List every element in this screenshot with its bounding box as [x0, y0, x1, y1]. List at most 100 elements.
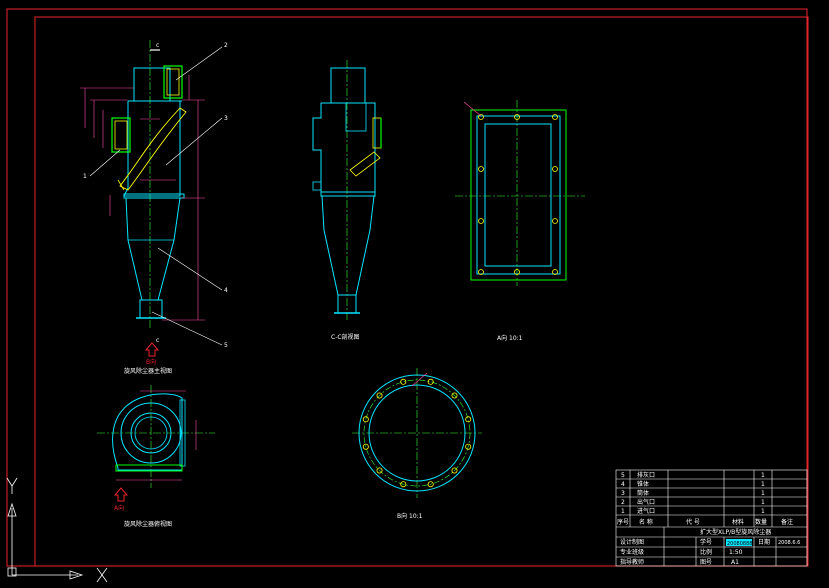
- b-view-outer-circle: [358, 374, 476, 492]
- advisor-label: 指导教师: [620, 558, 644, 566]
- outer-frame: [6, 8, 808, 567]
- b-view-bolt-holes: [362, 378, 472, 488]
- b-view-bolt-hole: [451, 467, 458, 474]
- a-view-inner-rect: [484, 123, 552, 267]
- section-cone: [321, 195, 375, 296]
- student-id-highlight: [726, 539, 752, 546]
- cone-flange: [123, 193, 185, 199]
- cylinder-body: [123, 101, 181, 197]
- inlet-duct: [111, 117, 131, 153]
- main-view: 1 2 3 4 5 c c B向 旋风除尘器主视图: [80, 40, 228, 375]
- helical-inlet-rib: [117, 179, 125, 191]
- scale-value: 1:50: [729, 549, 743, 556]
- ucs-icon: [6, 477, 108, 583]
- date-value: 2008.6.6: [778, 540, 800, 546]
- section-view-caption: C-C剖视图: [331, 333, 360, 341]
- scale-label: 比例: [700, 548, 712, 556]
- section-marker-top: c: [156, 42, 159, 49]
- b-view-flange: B向 10:1: [352, 368, 482, 520]
- section-helical-guide: [349, 151, 381, 177]
- outlet-flange: [163, 65, 183, 99]
- callout-5: 5: [224, 342, 228, 349]
- b-view-caption: B向 10:1: [397, 512, 423, 520]
- parts-row: 3 筒体 1: [621, 489, 765, 497]
- header-remark: 备注: [781, 518, 793, 526]
- section-cone-flange: [320, 191, 376, 197]
- section-outlet-pipe: [330, 67, 366, 104]
- header-material: 材料: [732, 518, 744, 526]
- inner-frame: [34, 16, 809, 567]
- b-view-bolt-hole: [362, 443, 369, 450]
- sheet-label: 图号: [700, 559, 712, 566]
- a-view-dim-leader: [463, 101, 482, 117]
- a-view-arrow-icon: [113, 487, 129, 502]
- b-view-bolt-hole: [400, 481, 407, 488]
- callout-2: 2: [224, 42, 228, 49]
- a-view-caption: A向 10:1: [497, 334, 523, 342]
- callout-3: 3: [224, 115, 228, 122]
- student-id-label: 学号: [700, 538, 712, 546]
- callout-4: 4: [224, 287, 228, 294]
- design-label: 设计制图: [620, 538, 644, 546]
- b-view-bolt-hole: [427, 378, 434, 385]
- header-code: 代 号: [686, 518, 700, 526]
- parts-row-qty: 1: [761, 472, 765, 479]
- b-view-bolt-hole: [376, 467, 383, 474]
- parts-row-no: 3: [621, 490, 625, 497]
- parts-row-name: 锥体: [637, 480, 649, 488]
- parts-row-name: 筒体: [637, 489, 649, 497]
- section-cc-view: C-C剖视图: [312, 60, 382, 341]
- parts-row: 2 出气口 1: [621, 498, 765, 506]
- parts-row-no: 4: [621, 481, 625, 488]
- b-view-bolt-hole: [465, 443, 472, 450]
- parts-row-qty: 1: [761, 490, 765, 497]
- helical-inlet: [119, 107, 187, 191]
- parts-row-name: 出气口: [637, 498, 655, 506]
- parts-row-qty: 1: [761, 499, 765, 506]
- top-view: A向 旋风除尘器俯视图: [97, 385, 215, 528]
- major-label: 专业班级: [620, 548, 644, 556]
- sheet-border: [6, 8, 809, 567]
- main-view-caption: 旋风除尘器主视图: [124, 367, 172, 375]
- outlet-pipe: [133, 67, 171, 102]
- main-view-arrow-label: B向: [146, 358, 156, 366]
- header-name: 名 称: [639, 518, 653, 526]
- parts-row-no: 2: [621, 499, 625, 506]
- parts-row-name: 排灰口: [637, 471, 655, 479]
- a-view-bolt-holes: [478, 114, 558, 275]
- b-view-bolt-hole: [376, 392, 383, 399]
- b-view-dim-leader: [411, 372, 428, 387]
- a-view-outer-rect: [470, 109, 567, 281]
- parts-row-no: 5: [621, 472, 625, 479]
- header-no: 序号: [617, 518, 629, 526]
- title-block: 5 排灰口 1 4 锥体 1 3 筒体 1 2 出气口 1 1 进气口: [615, 469, 808, 567]
- main-view-dimensions-left: [80, 87, 134, 216]
- parts-row-qty: 1: [761, 481, 765, 488]
- section-marker-bottom: c: [156, 337, 159, 344]
- section-body: [312, 102, 376, 193]
- outlet-flange-inner: [166, 68, 180, 96]
- b-view-bolt-hole: [427, 481, 434, 488]
- section-inlet-flange: [372, 117, 382, 149]
- main-view-dimensions-right: [140, 75, 205, 321]
- sheet-value: A1: [731, 559, 739, 566]
- cone-body: [125, 197, 181, 301]
- b-view-bolt-hole: [400, 378, 407, 385]
- parts-row: 4 锥体 1: [621, 480, 765, 488]
- header-qty: 数量: [755, 518, 767, 526]
- top-view-dimensions: [116, 390, 197, 481]
- top-view-arrow-label: A向: [114, 504, 124, 512]
- top-view-core-circle: [134, 416, 168, 450]
- b-view-bolt-hole: [362, 416, 369, 423]
- callout-1: 1: [83, 173, 87, 180]
- top-view-outer-circle: [120, 402, 182, 464]
- main-view-leaders: [89, 46, 223, 346]
- parts-row-qty: 1: [761, 508, 765, 515]
- parts-row-name: 进气口: [637, 507, 655, 515]
- top-view-caption: 旋风除尘器俯视图: [124, 520, 172, 528]
- parts-row: 5 排灰口 1: [621, 471, 765, 479]
- section-inner-pipe: [345, 102, 367, 132]
- b-view-bolt-hole: [465, 416, 472, 423]
- inlet-duct-inner: [114, 120, 128, 150]
- section-side-port: [312, 181, 322, 191]
